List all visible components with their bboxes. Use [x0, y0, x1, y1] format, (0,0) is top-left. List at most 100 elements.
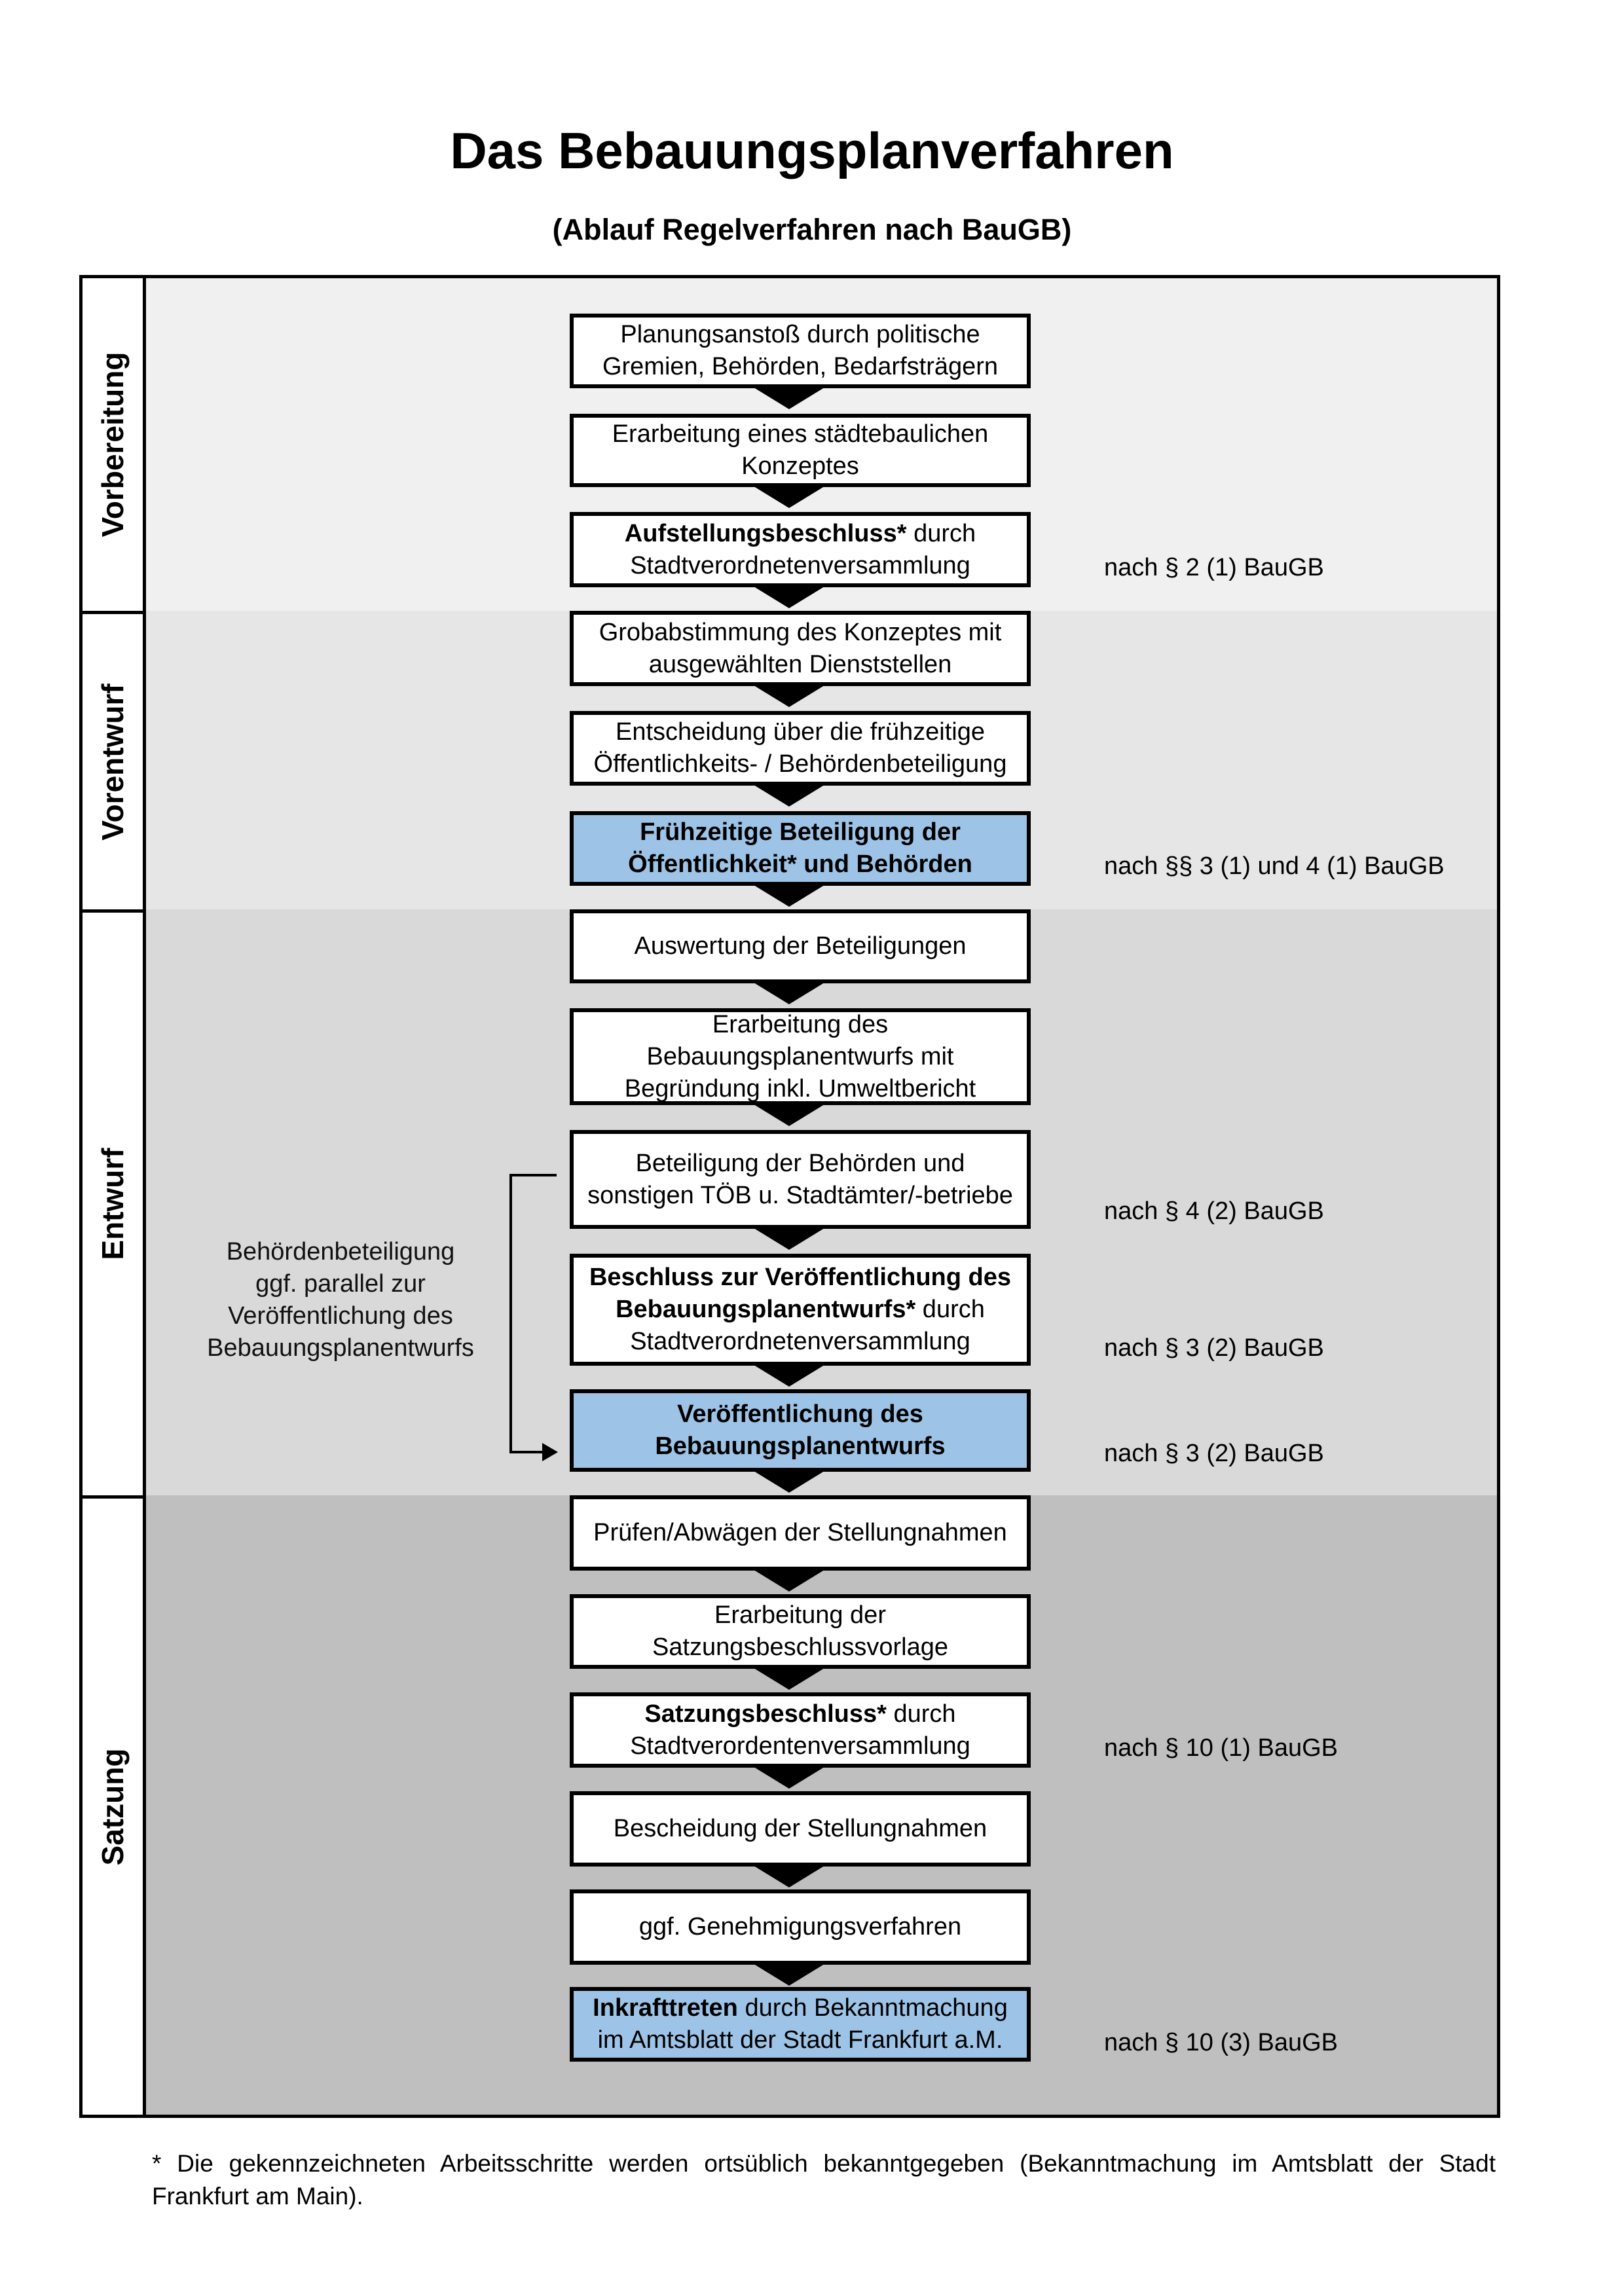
phase-label-entwurf: Entwurf	[79, 909, 146, 1499]
step-text: Bebauungsplanentwurfs*	[616, 1296, 916, 1323]
step-line: Satzungsbeschluss* durch	[630, 1698, 970, 1730]
flow-arrow-icon	[748, 1567, 830, 1592]
step-text: Veröffentlichung des	[677, 1400, 923, 1428]
step-line: Prüfen/Abwägen der Stellungnahmen	[593, 1517, 1007, 1549]
footnote: * Die gekennzeichneten Arbeitsschritte w…	[152, 2150, 1496, 2210]
flow-arrow-icon	[748, 1961, 830, 1986]
step-line: Bebauungsplanentwurfs* durch	[589, 1294, 1011, 1326]
step-text: Aufstellungsbeschluss*	[624, 519, 907, 547]
phase-label-satzung: Satzung	[79, 1495, 146, 2118]
step-line: Bebauungsplanentwurfs	[655, 1430, 945, 1463]
flow-arrow-icon	[748, 1468, 830, 1493]
step-line: Erarbeitung des	[625, 1009, 976, 1041]
step-line: Beschluss zur Veröffentlichung des	[589, 1262, 1011, 1294]
step-line: Erarbeitung eines städtebaulichen	[612, 418, 989, 450]
step-text: Prüfen/Abwägen der Stellungnahmen	[593, 1519, 1007, 1546]
legal-note: nach § 2 (1) BauGB	[1104, 554, 1324, 581]
step-text: durch	[906, 519, 976, 547]
step-line: Satzungsbeschlussvorlage	[652, 1631, 948, 1664]
step-line: Veröffentlichung des	[655, 1398, 945, 1430]
step-text: Stadtverordentenversammlung	[630, 1732, 970, 1760]
step-line: sonstigen TÖB u. Stadtämter/-betriebe	[587, 1180, 1013, 1212]
process-step: Grobabstimmung des Konzeptes mit ausgewäh…	[570, 611, 1031, 686]
flow-arrow-icon	[748, 882, 830, 907]
step-line: Frühzeitige Beteiligung der	[628, 816, 972, 848]
step-line: Gremien, Behörden, Bedarfsträgern	[602, 351, 998, 383]
step-text: Satzungsbeschlussvorlage	[652, 1633, 949, 1661]
step-line: Auswertung der Beteiligungen	[634, 930, 966, 962]
process-step: ggf. Genehmigungsverfahren	[570, 1889, 1031, 1965]
step-line: Konzeptes	[612, 450, 989, 483]
step-text: Erarbeitung eines städtebaulichen	[612, 420, 989, 448]
legal-note: nach § 10 (1) BauGB	[1104, 1734, 1338, 1762]
side-note-line: Bebauungsplanentwurfs	[207, 1334, 474, 1362]
step-text: Entscheidung über die frühzeitige	[615, 718, 986, 746]
side-note-line: ggf. parallel zur	[255, 1270, 426, 1298]
step-text: Grobabstimmung des Konzeptes mit	[599, 618, 1002, 646]
step-text: Satzungsbeschluss*	[644, 1700, 887, 1728]
step-text: Planungsanstoß durch politische	[620, 321, 980, 348]
step-line: Beteiligung der Behörden und	[587, 1148, 1013, 1180]
step-text: sonstigen TÖB u. Stadtämter/-betriebe	[587, 1181, 1013, 1209]
step-line: ggf. Genehmigungsverfahren	[639, 1911, 961, 1943]
step-text: Beteiligung der Behörden und	[635, 1149, 965, 1177]
step-text: Inkrafttreten	[593, 1994, 738, 2022]
flow-arrow-icon	[748, 1665, 830, 1690]
step-text: Bebauungsplanentwurfs mit	[646, 1042, 954, 1070]
legal-note: nach § 3 (2) BauGB	[1104, 1440, 1324, 1467]
flow-arrow-icon	[748, 1764, 830, 1789]
flow-arrow-icon	[748, 384, 830, 409]
step-text: durch Bekanntmachung	[737, 1994, 1008, 2022]
parallel-participation-note: Behördenbeteiligung ggf. parallel zur Ve…	[177, 1236, 504, 1364]
step-text: Öffentlichkeits- / Behördenbeteiligung	[593, 750, 1007, 778]
step-line: Öffentlichkeit* und Behörden	[628, 848, 972, 881]
step-text: Beschluss zur Veröffentlichung des	[589, 1264, 1012, 1291]
flow-arrow-icon	[748, 583, 830, 608]
step-line: im Amtsblatt der Stadt Frankfurt a.M.	[593, 2024, 1008, 2056]
step-line: Entscheidung über die frühzeitige	[594, 716, 1007, 748]
step-text: Begründung inkl. Umweltbericht	[624, 1074, 976, 1102]
flow-arrow-icon	[748, 1101, 830, 1126]
step-line: Öffentlichkeits- / Behördenbeteiligung	[594, 748, 1007, 780]
legal-note: nach § 3 (2) BauGB	[1104, 1334, 1324, 1362]
step-line: Inkrafttreten durch Bekanntmachung	[593, 1992, 1008, 2024]
step-text: Stadtverordnetenversammlung	[630, 1328, 970, 1355]
step-text: Öffentlichkeit* und Behörden	[628, 850, 972, 878]
flow-arrow-icon	[748, 1863, 830, 1887]
step-text: ggf. Genehmigungsverfahren	[638, 1913, 962, 1941]
step-line: Stadtverordnetenversammlung	[589, 1326, 1011, 1358]
step-line: Bescheidung der Stellungnahmen	[614, 1813, 987, 1845]
step-line: ausgewählten Dienststellen	[599, 649, 1002, 681]
side-note-line: Behördenbeteiligung	[226, 1238, 455, 1266]
flow-arrow-icon	[748, 782, 830, 807]
step-text: Auswertung der Beteiligungen	[634, 932, 967, 960]
flow-arrow-icon	[748, 483, 830, 508]
legal-note: nach § 10 (3) BauGB	[1104, 2029, 1338, 2056]
step-line: Grobabstimmung des Konzeptes mit	[599, 617, 1002, 649]
flow-arrow-icon	[748, 1225, 830, 1250]
step-line: Stadtverordentenversammlung	[630, 1730, 970, 1762]
legal-note: nach § 4 (2) BauGB	[1104, 1197, 1324, 1225]
process-step: Beteiligung der Behörden und sonstigen TÖ…	[570, 1130, 1031, 1229]
page-title: Das Bebauungsplanverfahren	[450, 122, 1174, 179]
flow-arrow-icon	[748, 979, 830, 1004]
step-text: Gremien, Behörden, Bedarfsträgern	[602, 353, 999, 380]
step-text: Konzeptes	[741, 452, 859, 480]
step-line: Begründung inkl. Umweltbericht	[625, 1073, 976, 1105]
step-line: Planungsanstoß durch politische	[602, 319, 998, 351]
step-text: Frühzeitige Beteiligung der	[640, 818, 961, 846]
side-note-line: Veröffentlichung des	[228, 1302, 453, 1330]
step-text: Erarbeitung der	[714, 1601, 886, 1629]
process-step: Prüfen/Abwägen der Stellungnahmen	[570, 1495, 1031, 1571]
step-line: Aufstellungsbeschluss* durch	[625, 518, 976, 550]
step-text: Bebauungsplanentwurfs	[655, 1432, 946, 1460]
process-step: Bescheidung der Stellungnahmen	[570, 1791, 1031, 1867]
